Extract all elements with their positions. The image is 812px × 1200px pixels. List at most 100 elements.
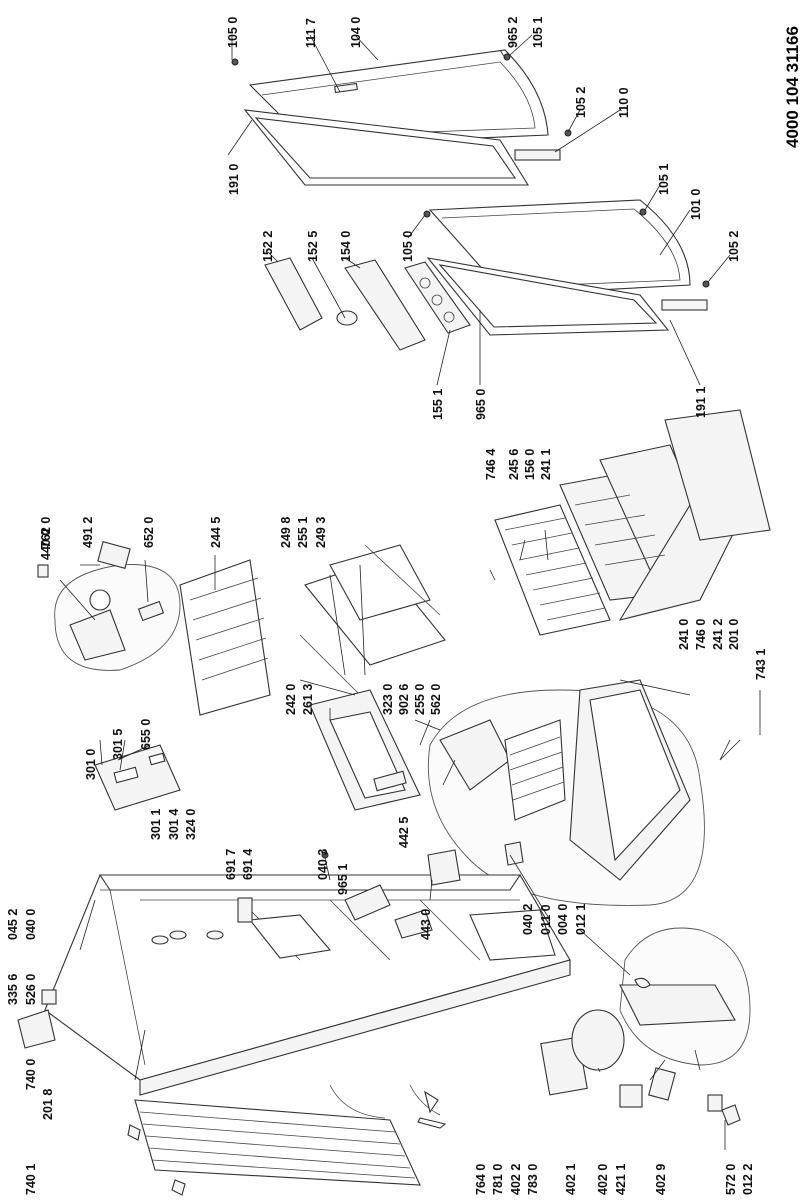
parts-artwork — [17, 49, 771, 1196]
callout-label: 301 0 — [84, 749, 98, 780]
callout-label: 040 3 — [316, 849, 330, 880]
callout-label: 301 1 — [149, 809, 163, 840]
cable-clip — [41, 989, 57, 1005]
callout-label: 191 0 — [227, 164, 241, 195]
callout-label: 526 0 — [24, 974, 38, 1005]
callout-label: 402 0 — [596, 1164, 610, 1195]
callout-label: 442 5 — [397, 817, 411, 848]
callout-label: 105 0 — [226, 17, 240, 48]
callout-label: 255 0 — [413, 684, 427, 715]
callout-label: 762 0 — [39, 517, 53, 548]
control-panel — [94, 744, 181, 811]
callout-label: 045 2 — [6, 909, 20, 940]
upper-hinge — [514, 149, 561, 161]
drain-tube — [329, 1084, 386, 1119]
relay — [648, 1067, 676, 1101]
upper-door-gasket — [243, 109, 529, 186]
callout-label: 324 0 — [184, 809, 198, 840]
capillary-tube — [409, 1084, 441, 1116]
callout-label: 740 0 — [24, 1059, 38, 1090]
freezer-drawers — [559, 409, 771, 621]
callout-label: 743 1 — [754, 649, 768, 680]
callout-label: 154 0 — [339, 231, 353, 262]
callout-label: 421 1 — [614, 1164, 628, 1195]
callout-label: 111 7 — [304, 18, 318, 48]
compressor — [571, 1009, 625, 1071]
callout-label: 261 3 — [301, 684, 315, 715]
callout-label: 965 2 — [506, 17, 520, 48]
callout-label: 572 0 — [724, 1164, 738, 1195]
thermostat-assembly — [17, 1009, 56, 1049]
callout-label: 440 0 — [39, 529, 53, 560]
lamp-cover — [137, 600, 165, 622]
callout-label: 402 2 — [509, 1164, 523, 1195]
crisper-drawer — [309, 689, 421, 811]
callout-label: 244 5 — [209, 517, 223, 548]
callout-label: 105 1 — [657, 164, 671, 195]
callout-label: 783 0 — [526, 1164, 540, 1195]
callout-label: 104 0 — [349, 17, 363, 48]
wire-shelf-244 — [179, 559, 271, 716]
door-balcony-small — [264, 257, 323, 331]
callout-label: 301 4 — [167, 809, 181, 840]
callout-label: 902 6 — [397, 684, 411, 715]
callout-label: 491 2 — [81, 517, 95, 548]
callout-label: 011 0 — [539, 904, 553, 935]
callout-label: 105 0 — [401, 231, 415, 262]
callout-label: 242 0 — [284, 684, 298, 715]
door-balcony-large — [344, 259, 426, 351]
callout-label: 040 2 — [521, 904, 535, 935]
callout-label: 201 8 — [41, 1089, 55, 1120]
callout-label: 101 0 — [689, 189, 703, 220]
lower-door-gasket — [426, 257, 670, 336]
grommet — [707, 1094, 723, 1112]
condenser — [134, 1099, 421, 1186]
callout-label: 562 0 — [429, 684, 443, 715]
callout-label: 241 1 — [539, 449, 553, 480]
callout-label: 740 1 — [24, 1164, 38, 1195]
callout-labels: 105 0 111 7 104 0 965 2 105 1 105 2 110 … — [6, 17, 768, 1195]
callout-label: 965 0 — [474, 389, 488, 420]
callout-label: 152 5 — [306, 231, 320, 262]
callout-label: 965 1 — [336, 864, 350, 895]
lower-hinge — [661, 299, 708, 311]
callout-label: 764 0 — [474, 1164, 488, 1195]
callout-label: 152 2 — [261, 231, 275, 262]
callout-label: 040 0 — [24, 909, 38, 940]
callout-label: 781 0 — [491, 1164, 505, 1195]
callout-label: 443 0 — [419, 909, 433, 940]
callout-label: 402 9 — [654, 1164, 668, 1195]
callout-label: 652 0 — [142, 517, 156, 548]
callout-label: 323 0 — [381, 684, 395, 715]
callout-label: 335 6 — [6, 974, 20, 1005]
callout-label: 655 0 — [139, 719, 153, 750]
callout-label: 255 1 — [296, 517, 310, 548]
callout-label: 249 3 — [314, 517, 328, 548]
fan-assembly-bubble — [54, 564, 181, 671]
callout-label: 746 4 — [484, 449, 498, 480]
callout-label: 691 4 — [241, 849, 255, 880]
callout-label: 105 2 — [574, 87, 588, 118]
callout-label: 105 2 — [727, 231, 741, 262]
callout-label: 746 0 — [694, 619, 708, 650]
callout-label: 691 7 — [224, 849, 238, 880]
callout-label: 301 5 — [111, 729, 125, 760]
callout-label: 241 0 — [677, 619, 691, 650]
callout-label: 004 0 — [556, 904, 570, 935]
callout-label: 012 2 — [741, 1164, 755, 1195]
glass-shelves — [299, 544, 446, 701]
wire-shelf-746 — [494, 504, 611, 636]
callout-label: 191 1 — [694, 387, 708, 418]
document-number: 4000 104 31166 — [783, 26, 802, 148]
leader-lines — [59, 34, 761, 1150]
callout-label: 402 1 — [564, 1164, 578, 1195]
callout-label: 241 2 — [711, 619, 725, 650]
callout-label: 245 6 — [507, 449, 521, 480]
callout-label: 201 0 — [727, 619, 741, 650]
callout-label: 249 8 — [279, 517, 293, 548]
callout-label: 105 1 — [531, 17, 545, 48]
callout-label: 156 0 — [523, 449, 537, 480]
relay-cover — [619, 1084, 643, 1108]
callout-label: 012 1 — [574, 904, 588, 935]
